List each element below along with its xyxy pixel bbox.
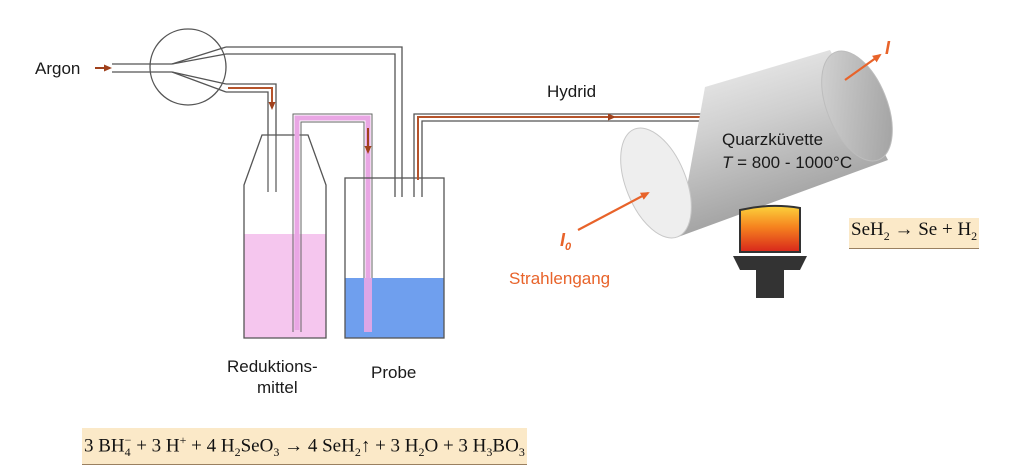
label-i0: I0 <box>560 230 572 253</box>
sample-liquid <box>345 278 444 338</box>
eq1-part8: BO <box>492 435 519 457</box>
eq2-part1: SeH <box>851 219 884 240</box>
eq1-part5-sub: 2 <box>354 445 361 460</box>
eq2-part2: → Se + H <box>889 219 972 240</box>
hydride-outlet-tube <box>413 113 705 197</box>
eq1-part6: ↑ + 3 H <box>360 435 419 457</box>
valve <box>149 28 227 106</box>
eq1-part3: + 4 H <box>186 435 235 457</box>
label-reduktion-line1: Reduktions- <box>227 357 318 376</box>
eq1-part4: SeO <box>240 435 274 457</box>
label-reduktion-line2: mittel <box>257 378 298 397</box>
temp-value: = 800 - 1000°C <box>732 153 852 172</box>
eq1-part1-sub: 4 <box>124 445 131 460</box>
argon-inlet-tube <box>112 63 150 73</box>
reaction-equation: 3 BH4− + 3 H+ + 4 H2SeO3 → 4 SeH2↑ + 3 H… <box>82 428 527 465</box>
eq1-part5: → 4 SeH <box>279 435 355 457</box>
eq2-part2-sub: 2 <box>971 228 978 243</box>
eq1-part8-sub: 3 <box>518 445 525 460</box>
temp-symbol: T <box>722 153 734 172</box>
eq1-part7-sub: 3 <box>486 445 493 460</box>
eq1-part7: O + 3 H <box>424 435 487 457</box>
eq2-part1-sub: 2 <box>883 228 890 243</box>
flame <box>739 204 801 253</box>
reducing-agent-liquid <box>244 234 326 338</box>
argon-tube-to-reductant <box>226 83 277 135</box>
decomposition-equation: SeH2 → Se + H2 <box>849 218 980 249</box>
label-temperature: T = 800 - 1000°C <box>722 153 852 172</box>
eq1-part3-sub: 2 <box>234 445 241 460</box>
label-hydrid: Hydrid <box>547 82 596 101</box>
quartz-cuvette <box>620 50 893 239</box>
burner <box>733 204 807 298</box>
eq1-part1: 3 BH <box>84 435 125 457</box>
eq1-part2: + 3 H <box>131 435 180 457</box>
reductant-vessel <box>243 134 327 339</box>
label-probe: Probe <box>371 363 416 382</box>
label-i-out: I <box>885 38 891 58</box>
i0-subscript: 0 <box>565 241 572 253</box>
argon-tube-to-probe <box>226 46 403 197</box>
light-beam <box>577 53 882 231</box>
eq1-part6-sub: 2 <box>418 445 425 460</box>
eq1-part2-sup: + <box>179 433 187 447</box>
eq1-part4-sub: 3 <box>273 445 280 460</box>
eq1-part1-sup: − <box>124 433 132 447</box>
label-quarzkuevette: Quarzküvette <box>722 130 823 149</box>
label-strahlengang: Strahlengang <box>509 269 610 288</box>
reductant-capillary <box>292 113 373 332</box>
probe-vessel <box>344 177 445 339</box>
label-argon: Argon <box>35 59 80 78</box>
i0-symbol: I <box>560 230 566 250</box>
